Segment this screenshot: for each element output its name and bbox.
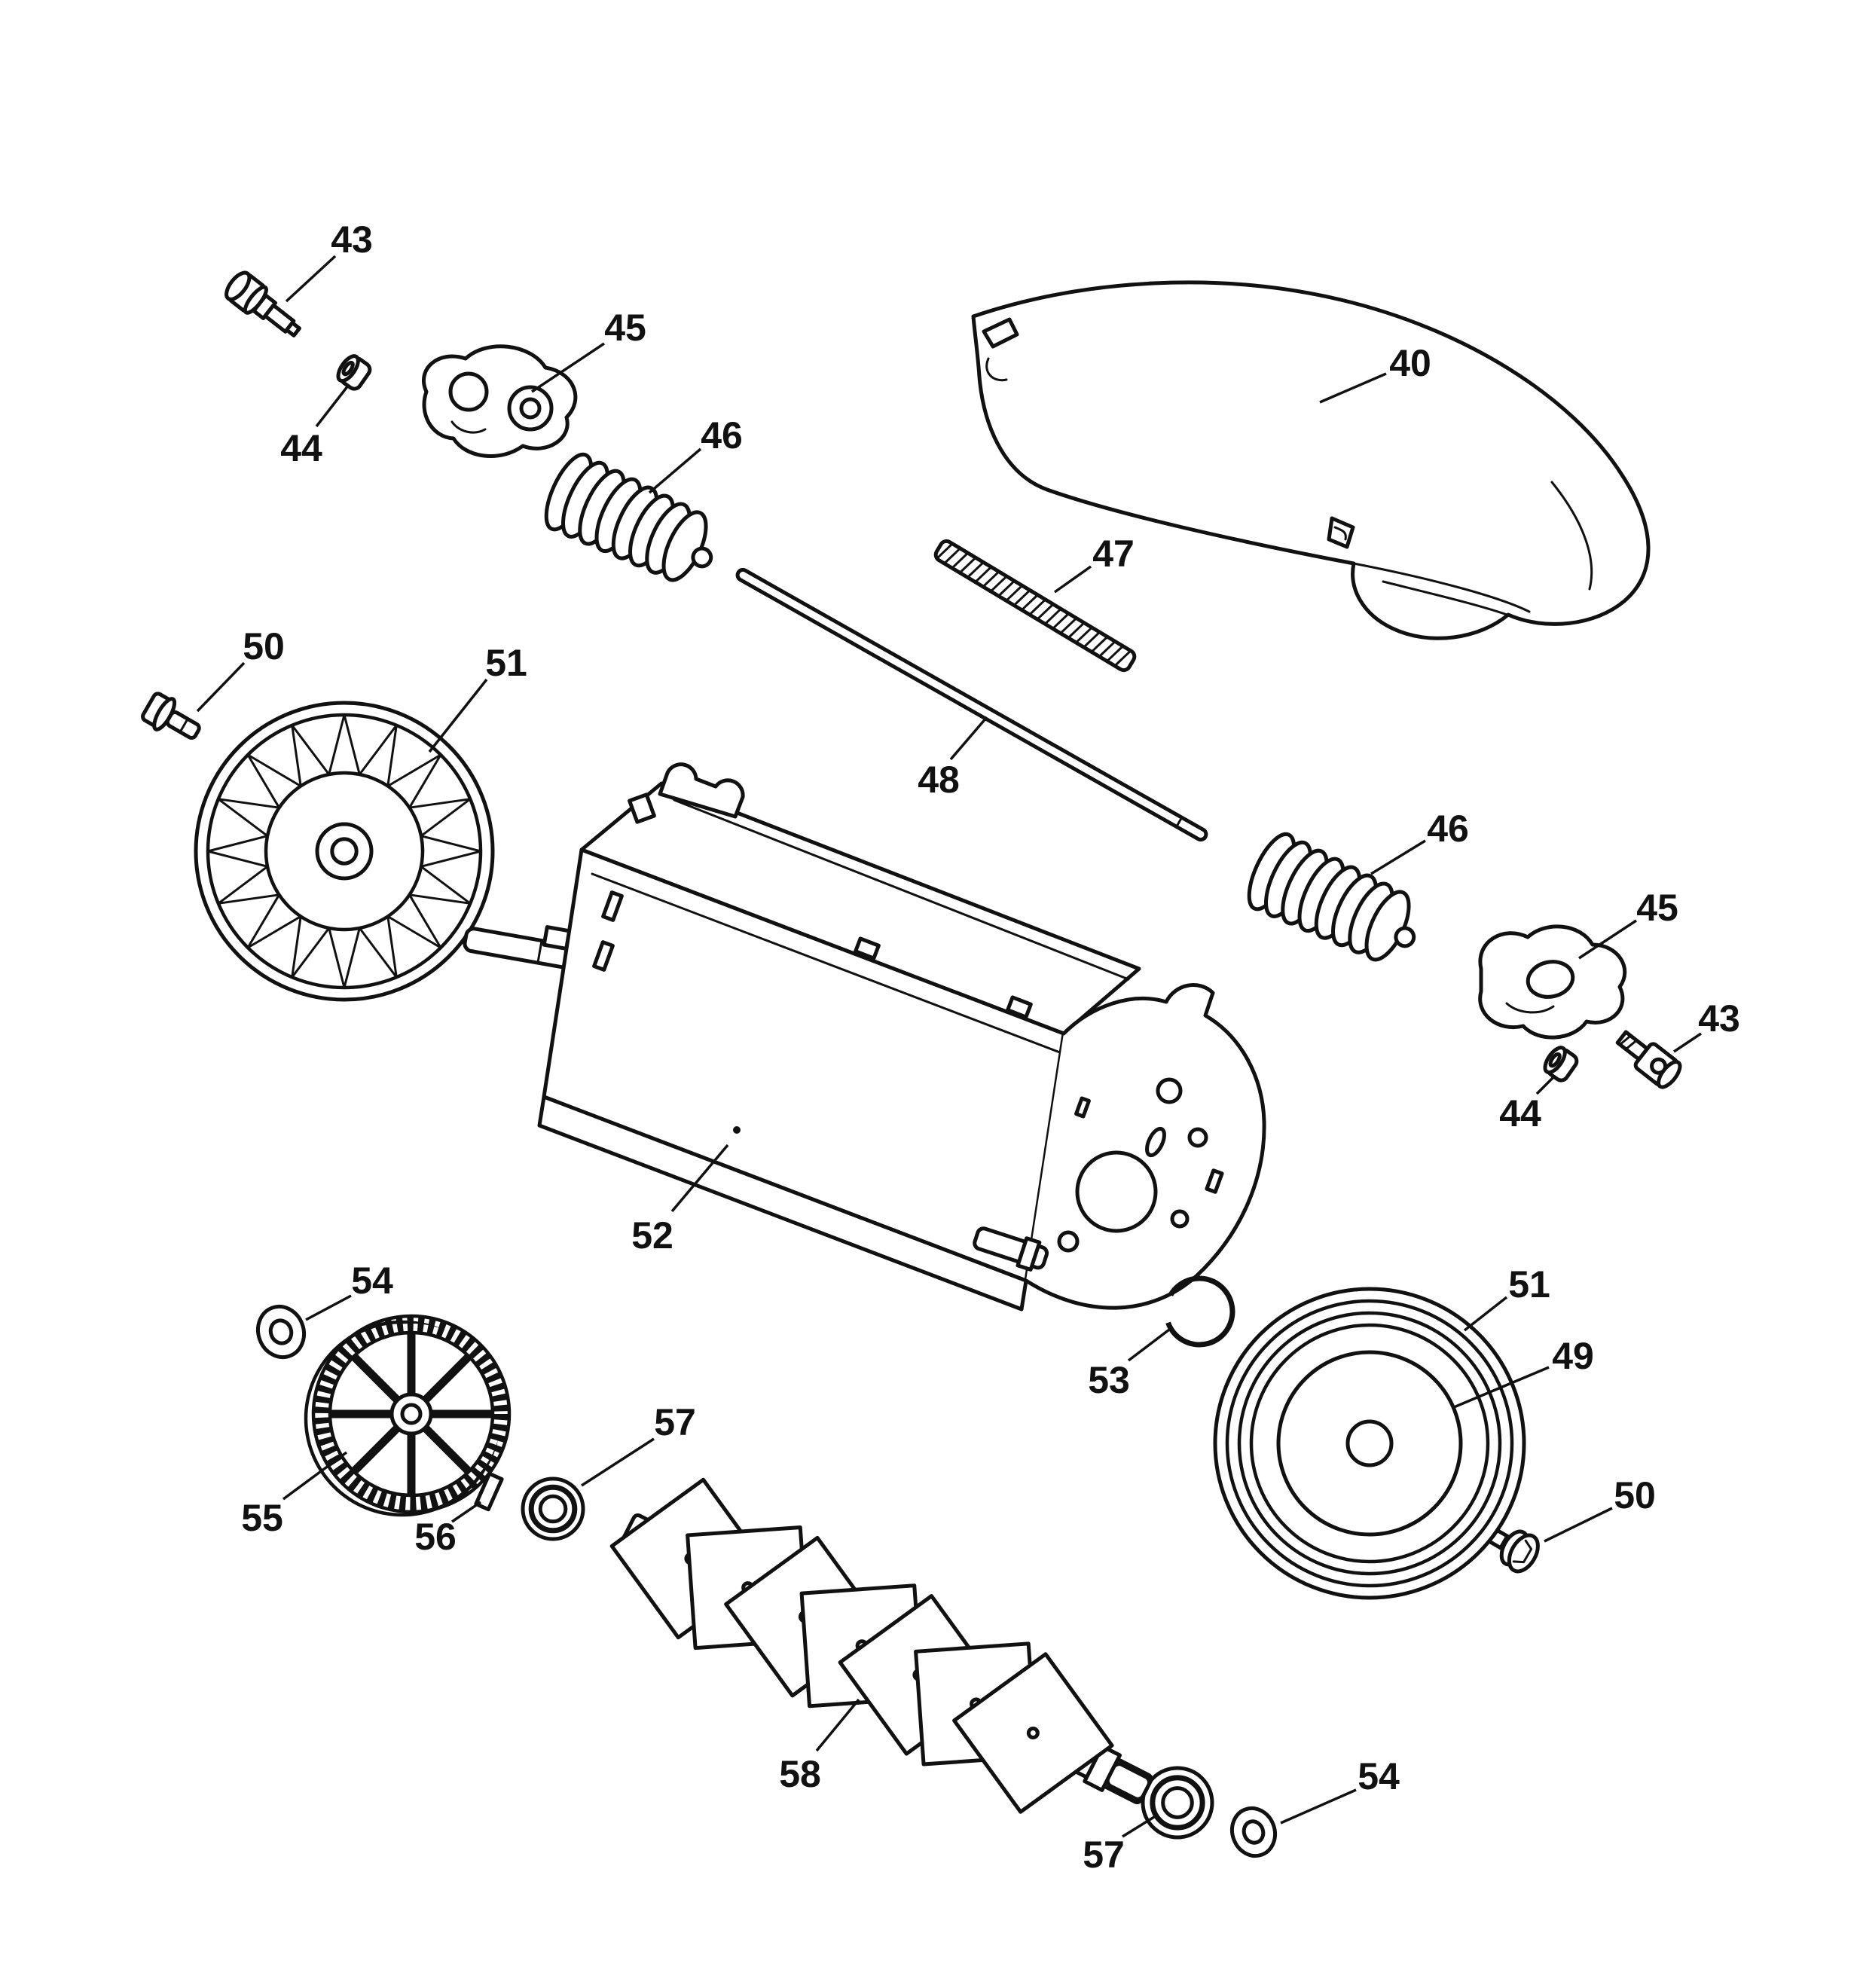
leader-line-54 — [305, 1294, 352, 1321]
part-57-bearing-bottom — [1141, 1766, 1214, 1840]
part-40-cover — [971, 280, 1651, 640]
part-46-spring-left — [544, 452, 713, 582]
part-52-housing — [463, 762, 1266, 1312]
part-53-clip — [1163, 1275, 1235, 1348]
part-54-washer-right — [1230, 1806, 1277, 1858]
part-44-bushing-left — [336, 354, 372, 391]
housing-stub-axle — [973, 1226, 1049, 1272]
callout-label-57: 57 — [1083, 1834, 1125, 1876]
leader-line-44 — [1535, 1076, 1555, 1095]
leader-line-46 — [1370, 839, 1426, 875]
leader-line-43 — [285, 255, 337, 303]
leader-line-57 — [581, 1437, 655, 1487]
leader-line-47 — [1053, 565, 1092, 594]
callout-label-45: 45 — [1636, 887, 1678, 929]
leader-line-40 — [1319, 372, 1387, 404]
part-58-tine-reel — [609, 1477, 1153, 1814]
leader-line-50 — [1544, 1507, 1613, 1543]
part-44-bushing-right — [1543, 1046, 1579, 1083]
leader-line-46 — [648, 447, 702, 494]
leader-line-45 — [531, 342, 605, 393]
cover-clip-icon — [982, 317, 1019, 349]
part-43-screw-right — [1615, 1030, 1682, 1089]
cover-hook-icon — [1327, 516, 1355, 549]
part-48-axle — [735, 567, 1208, 842]
leader-line-53 — [1127, 1326, 1174, 1362]
callout-label-54: 54 — [351, 1260, 393, 1302]
callout-label-44: 44 — [1499, 1092, 1541, 1134]
leader-line-48 — [949, 716, 988, 761]
part-56-key — [474, 1471, 504, 1512]
callout-label-44: 44 — [280, 427, 322, 469]
leader-line-54 — [1280, 1788, 1357, 1825]
callout-label-49: 49 — [1552, 1335, 1594, 1377]
callout-label-54: 54 — [1358, 1755, 1400, 1797]
callout-label-51: 51 — [485, 642, 527, 684]
leader-line-52 — [670, 1144, 729, 1213]
callout-label-58: 58 — [779, 1753, 821, 1795]
leader-line-51 — [428, 678, 488, 753]
leader-line-55 — [282, 1451, 348, 1501]
callout-label-50: 50 — [1614, 1474, 1656, 1516]
part-54-washer-left — [256, 1304, 306, 1360]
part-45-bracket-right — [1478, 924, 1627, 1040]
callout-label-46: 46 — [1427, 808, 1469, 850]
callout-label-47: 47 — [1092, 533, 1135, 575]
leader-line-56 — [451, 1501, 481, 1523]
part-46-spring-right — [1247, 832, 1416, 962]
leader-line-44 — [315, 384, 350, 428]
leader-line-49 — [1453, 1366, 1550, 1409]
part-50-bolt-left — [141, 692, 201, 740]
leader-line-45 — [1578, 919, 1637, 960]
callout-label-40: 40 — [1389, 342, 1431, 384]
leader-line-57 — [1122, 1815, 1155, 1838]
callout-label-51: 51 — [1508, 1263, 1550, 1305]
leader-line-43 — [1673, 1032, 1702, 1053]
callout-label-43: 43 — [1698, 997, 1740, 1040]
callout-label-45: 45 — [604, 307, 646, 349]
callout-label-46: 46 — [701, 414, 743, 457]
leader-line-50 — [196, 661, 246, 713]
part-43-screw-left — [224, 270, 301, 337]
callout-label-50: 50 — [243, 625, 285, 667]
callout-label-53: 53 — [1088, 1359, 1130, 1401]
part-51-49-wheel-right — [1213, 1287, 1526, 1600]
part-45-bracket-left — [422, 344, 578, 458]
part-51-wheel-left — [194, 701, 495, 1002]
part-57-bearing-left — [521, 1476, 585, 1541]
callout-label-56: 56 — [414, 1516, 457, 1558]
callout-label-43: 43 — [331, 218, 373, 261]
callout-label-48: 48 — [918, 759, 960, 801]
leader-line-51 — [1463, 1296, 1508, 1332]
callout-label-55: 55 — [241, 1497, 283, 1539]
callout-label-52: 52 — [631, 1214, 673, 1257]
part-47-threaded-rod — [933, 539, 1137, 673]
callout-label-57: 57 — [654, 1401, 696, 1443]
part-55-gear — [304, 1314, 512, 1517]
leader-line-58 — [815, 1698, 860, 1752]
